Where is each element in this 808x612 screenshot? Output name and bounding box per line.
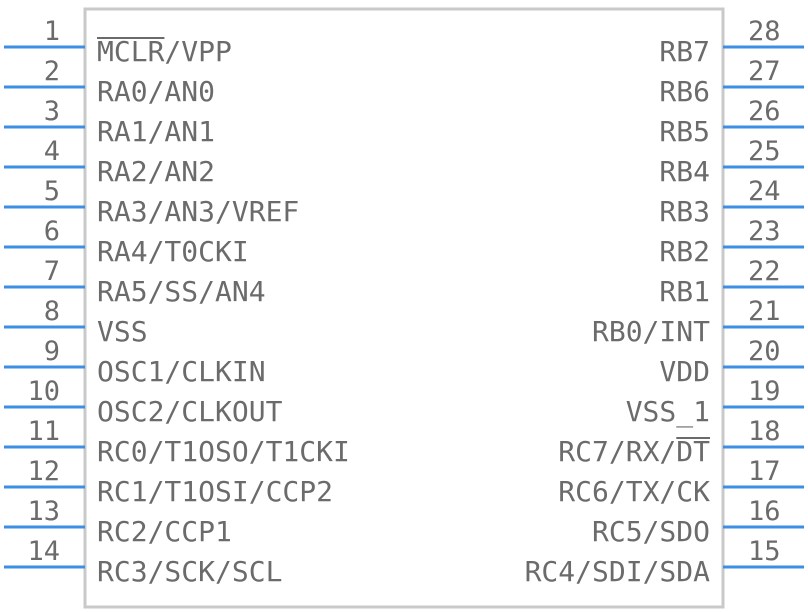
pin-12-label: RC1/T1OSI/CCP2 — [97, 475, 333, 508]
pin-1-label: MCLR/VPP — [97, 35, 232, 68]
pin-13-label: RC2/CCP1 — [97, 515, 232, 548]
pin-27-label: RB6 — [659, 75, 710, 108]
pin-17-label: RC6/TX/CK — [558, 475, 710, 508]
pin-18-number: 18 — [748, 416, 781, 447]
pin-14-number: 14 — [27, 536, 60, 567]
pin-13-number: 13 — [27, 496, 60, 527]
pin-14-label: RC3/SCK/SCL — [97, 555, 282, 588]
pin-10-label: OSC2/CLKOUT — [97, 395, 283, 428]
pin-12-number: 12 — [27, 456, 60, 487]
pin-15-label: RC4/SDI/SDA — [525, 555, 711, 588]
pin-3-number: 3 — [44, 96, 60, 127]
pin-21-label: RB0/INT — [592, 315, 710, 348]
pin-10-number: 10 — [27, 376, 60, 407]
pin-25-label: RB4 — [659, 155, 710, 188]
pin-9-number: 9 — [44, 336, 60, 367]
pin-11-number: 11 — [27, 416, 60, 447]
pin-23-number: 23 — [748, 216, 781, 247]
pin-21-number: 21 — [748, 296, 781, 327]
pin-23-label: RB2 — [659, 235, 710, 268]
pin-24-label: RB3 — [659, 195, 710, 228]
pin-8-number: 8 — [44, 296, 60, 327]
ic-body — [83, 7, 725, 609]
pin-27-number: 27 — [748, 56, 781, 87]
pin-18-label: RC7/RX/DT — [558, 435, 710, 468]
pin-6-label: RA4/T0CKI — [97, 235, 249, 268]
pin-16-label: RC5/SDO — [592, 515, 710, 548]
pin-4-label: RA2/AN2 — [97, 155, 215, 188]
pin-9-label: OSC1/CLKIN — [97, 355, 266, 388]
pin-6-number: 6 — [44, 216, 60, 247]
pin-19-label: VSS_1 — [626, 395, 710, 429]
pin-15-number: 15 — [748, 536, 781, 567]
pin-28-number: 28 — [748, 16, 781, 47]
pin-11-label: RC0/T1OSO/T1CKI — [97, 435, 350, 468]
pin-26-number: 26 — [748, 96, 781, 127]
pin-5-number: 5 — [44, 176, 60, 207]
pin-24-number: 24 — [748, 176, 781, 207]
pin-2-number: 2 — [44, 56, 60, 87]
pin-22-number: 22 — [748, 256, 781, 287]
pin-3-label: RA1/AN1 — [97, 115, 215, 148]
pin-20-label: VDD — [659, 355, 710, 388]
pin-5-label: RA3/AN3/VREF — [97, 195, 299, 228]
pin-17-number: 17 — [748, 456, 781, 487]
pin-1-number: 1 — [44, 16, 60, 47]
pin-28-label: RB7 — [659, 35, 710, 68]
pin-4-number: 4 — [44, 136, 60, 167]
pin-20-number: 20 — [748, 336, 781, 367]
pin-19-number: 19 — [748, 376, 781, 407]
pin-2-label: RA0/AN0 — [97, 75, 215, 108]
pin-8-label: VSS — [97, 315, 148, 348]
pin-16-number: 16 — [748, 496, 781, 527]
pin-7-number: 7 — [44, 256, 60, 287]
pin-25-number: 25 — [748, 136, 781, 167]
pin-7-label: RA5/SS/AN4 — [97, 275, 266, 308]
pin-22-label: RB1 — [659, 275, 710, 308]
pin-26-label: RB5 — [659, 115, 710, 148]
